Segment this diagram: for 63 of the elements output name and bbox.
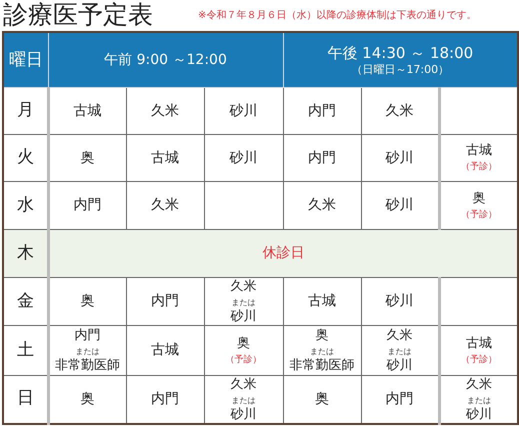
- appointment-note: （予診）: [460, 354, 497, 366]
- doctor-name: 久米: [386, 104, 414, 118]
- alternative-note: または: [388, 347, 412, 356]
- doctor-name: 砂川: [230, 406, 257, 422]
- doctor-name: 内門: [308, 104, 336, 118]
- doctor-name: 古城: [151, 343, 179, 358]
- weekday-label: 月: [16, 103, 34, 118]
- notice-text: ※令和７年８月６日（水）以降の診療体制は下表の通りです。: [198, 8, 476, 22]
- doctor-name: 砂川: [230, 309, 257, 324]
- column-header: 午前 9:00 ～12:00: [48, 32, 284, 88]
- doctor-name: 奥: [472, 190, 486, 206]
- doctor-name: 古城: [74, 104, 102, 118]
- doctor-name: 久米: [230, 376, 257, 392]
- doctor-name: 奥: [80, 294, 94, 309]
- alternative-note: または: [76, 347, 100, 356]
- doctor-name: 砂川: [386, 198, 414, 213]
- alternative-note: または: [232, 298, 256, 307]
- doctor-name: 久米: [308, 198, 336, 213]
- doctor-name: 古城: [151, 150, 179, 166]
- doctor-name: 奥: [237, 336, 250, 350]
- doctor-name: 奥: [315, 392, 330, 407]
- weekday-label: 火: [16, 150, 34, 165]
- doctor-name: 砂川: [230, 104, 258, 118]
- weekday-label: 土: [16, 342, 34, 358]
- doctor-name: 砂川: [386, 294, 414, 309]
- doctor-name: 奥: [80, 392, 94, 407]
- page-title: 診療医予定表: [3, 0, 153, 30]
- doctor-name: 古城: [308, 294, 336, 309]
- doctor-name: 奥: [316, 328, 329, 343]
- doctor-name: 砂川: [230, 150, 258, 166]
- alternative-note: または: [466, 396, 491, 405]
- alternative-note: または: [232, 396, 256, 405]
- weekday-label: 木: [16, 246, 34, 260]
- alternative-note: または: [310, 347, 334, 356]
- weekday-label: 日: [16, 391, 34, 406]
- doctor-name: 内門: [308, 150, 336, 166]
- doctor-name: 内門: [151, 392, 179, 407]
- closed-day-text: 休診日: [262, 246, 304, 261]
- doctor-name: 久米: [466, 376, 492, 392]
- doctor-name: 砂川: [466, 406, 492, 422]
- appointment-note: （予診）: [226, 354, 262, 366]
- appointment-note: （予診）: [460, 162, 497, 173]
- doctor-name: 内門: [386, 392, 414, 407]
- doctor-name: 内門: [151, 294, 179, 309]
- weekday-label: 金: [16, 294, 34, 308]
- doctor-name: 久米: [386, 328, 413, 343]
- doctor-name: 久米: [151, 104, 179, 118]
- doctor-name: 久米: [151, 198, 179, 213]
- column-header: 午後 14:30 ～ 18:00: [327, 44, 474, 62]
- doctor-name: 砂川: [386, 358, 413, 373]
- doctor-name: 久米: [230, 279, 257, 294]
- doctor-name: 内門: [74, 328, 100, 343]
- weekday-label: 水: [16, 198, 34, 212]
- doctor-name: 非常勤医師: [55, 358, 120, 373]
- header-note: （日曜日～17:00）: [351, 62, 450, 76]
- doctor-name: 砂川: [386, 150, 414, 166]
- doctor-name: 非常勤医師: [290, 358, 355, 373]
- doctor-name: 内門: [74, 198, 102, 213]
- doctor-name: 奥: [80, 150, 94, 166]
- appointment-note: （予診）: [460, 210, 497, 220]
- doctor-name: 古城: [466, 336, 492, 350]
- column-header: 曜日: [3, 32, 48, 88]
- doctor-name: 古城: [466, 143, 492, 158]
